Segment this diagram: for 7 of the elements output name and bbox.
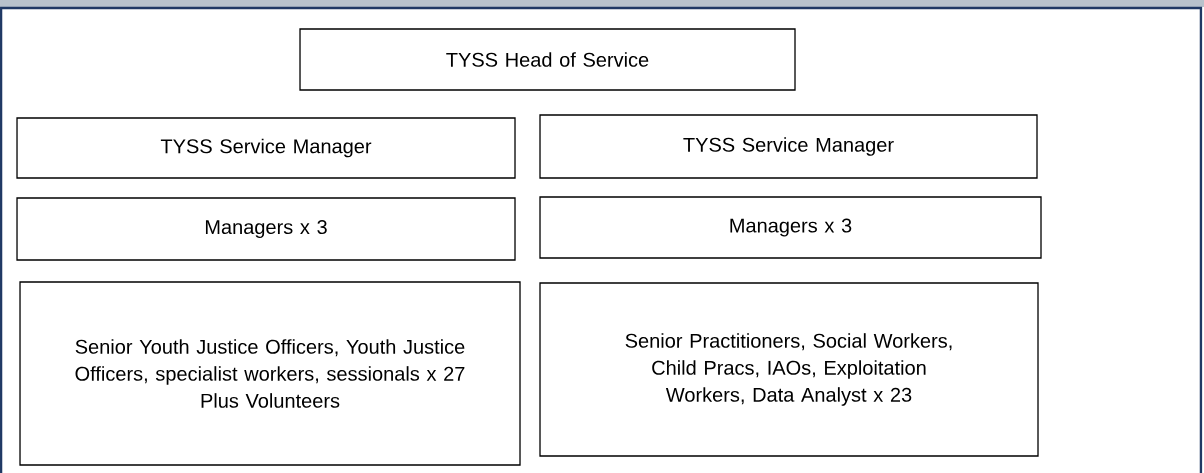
role-box: Senior Practitioners, Social Workers, Child Pracs, IAOs, Exploitation Workers, Data Analyst x 23 — [539, 282, 1039, 457]
role-box: Managers x 3 — [16, 197, 516, 261]
role-box: TYSS Head of Service — [299, 28, 796, 91]
role-box: TYSS Service Manager — [16, 117, 516, 179]
role-box: Managers x 3 — [539, 196, 1042, 259]
role-box: TYSS Service Manager — [539, 114, 1038, 179]
role-box: Senior Youth Justice Officers, Youth Justice Officers, specialist workers, sessionals x 27 Plus Volunteers — [19, 281, 521, 466]
